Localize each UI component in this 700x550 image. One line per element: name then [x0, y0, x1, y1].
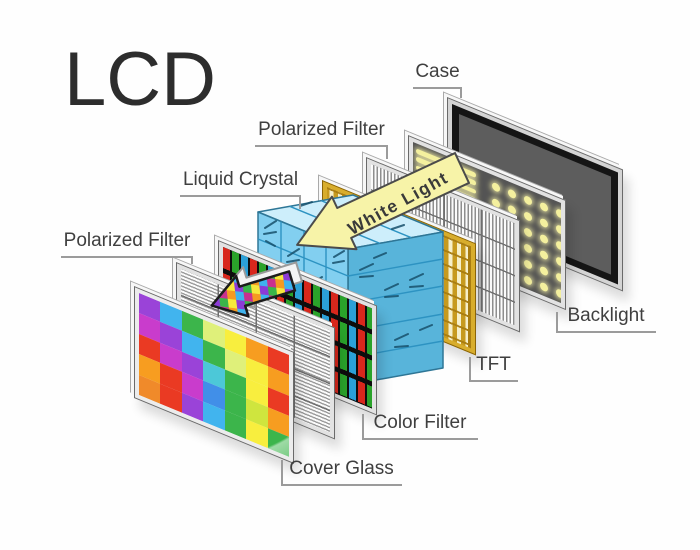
backlight-dot — [524, 274, 532, 287]
label-color-filter: Color Filter — [362, 411, 478, 440]
label-liquid-crystal: Liquid Crystal — [180, 168, 301, 197]
backlight-dot — [556, 272, 561, 284]
backlight-dot — [524, 210, 532, 223]
leader-case — [460, 87, 462, 98]
backlight-dot — [556, 288, 561, 300]
page-title: LCD — [64, 37, 217, 122]
backlight-dot — [524, 242, 532, 255]
backlight-dot — [540, 281, 548, 293]
backlight-dot — [508, 188, 516, 200]
leader-polarized-filter-rear — [386, 146, 388, 159]
label-polarized-filter-rear: Polarized Filter — [255, 118, 388, 147]
backlight-dot — [540, 217, 548, 229]
backlight-dot — [540, 201, 548, 213]
leader-backlight — [556, 312, 558, 331]
leader-liquid-crystal — [299, 196, 301, 209]
backlight-dot — [492, 181, 500, 193]
label-case: Case — [413, 60, 462, 89]
backlight-dot — [556, 240, 561, 252]
backlight-dot — [540, 249, 548, 261]
backlight-dot — [508, 204, 516, 216]
label-tft: TFT — [469, 353, 518, 382]
backlight-dot — [524, 258, 532, 271]
label-cover-glass: Cover Glass — [281, 457, 402, 486]
leader-polarized-filter-front — [191, 256, 193, 264]
leader-cover-glass — [281, 460, 283, 484]
backlight-dot — [540, 233, 548, 245]
backlight-dot — [524, 226, 532, 239]
backlight-dot — [556, 208, 561, 220]
backlight-dot — [556, 224, 561, 236]
backlight-dot — [524, 194, 532, 207]
backlight-dot — [540, 265, 548, 277]
backlight-dot — [556, 256, 561, 268]
label-polarized-filter-front: Polarized Filter — [61, 229, 193, 258]
label-backlight: Backlight — [556, 304, 656, 333]
leader-color-filter — [362, 414, 364, 438]
leader-tft — [469, 357, 471, 380]
backlight-dot — [492, 197, 500, 209]
